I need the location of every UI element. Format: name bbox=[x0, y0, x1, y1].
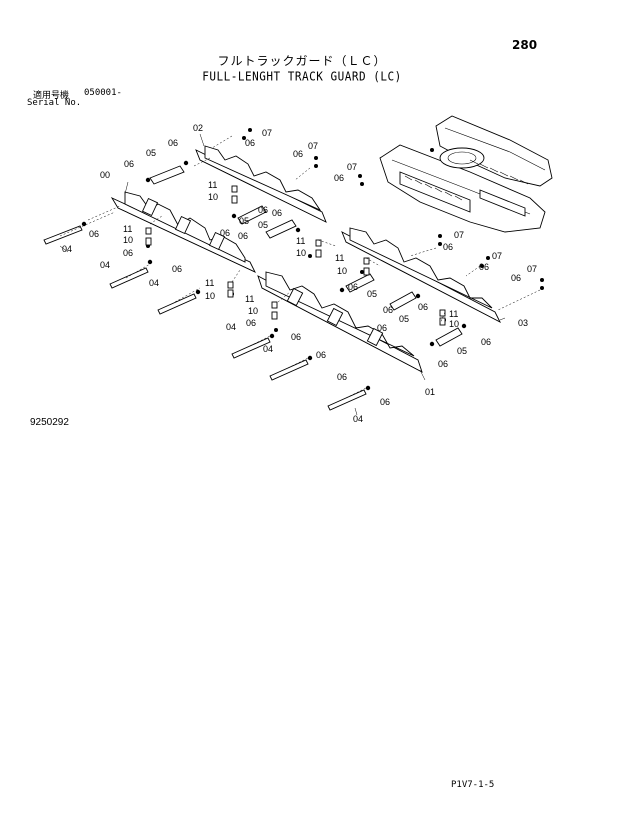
callout-07: 07 bbox=[454, 230, 464, 240]
track-guard-01 bbox=[257, 271, 423, 373]
callout-07: 07 bbox=[262, 128, 272, 138]
callout-06: 06 bbox=[89, 229, 99, 239]
callout-10: 10 bbox=[248, 306, 258, 316]
track-guard-00 bbox=[110, 191, 256, 273]
callout-05: 05 bbox=[399, 314, 409, 324]
callout-06: 06 bbox=[479, 262, 489, 272]
callout-01: 01 bbox=[425, 387, 435, 397]
callout-02: 02 bbox=[193, 123, 203, 133]
callout-06: 06 bbox=[246, 318, 256, 328]
leader-lines bbox=[59, 133, 541, 416]
callout-11: 11 bbox=[208, 180, 217, 190]
callout-11: 11 bbox=[205, 278, 214, 288]
page-code: P1V7-1-5 bbox=[451, 780, 495, 790]
callout-04: 04 bbox=[263, 344, 273, 354]
callout-06: 06 bbox=[124, 159, 134, 169]
callout-11: 11 bbox=[449, 309, 458, 319]
callout-06: 06 bbox=[348, 282, 358, 292]
callout-06: 06 bbox=[238, 231, 248, 241]
serial-label-japanese: 適用号機 bbox=[33, 91, 70, 101]
callout-06: 06 bbox=[383, 305, 393, 315]
callout-05: 05 bbox=[367, 289, 377, 299]
callout-04: 04 bbox=[100, 260, 110, 270]
callout-06: 06 bbox=[172, 264, 182, 274]
page-title-japanese: フルトラックガード（ＬＣ） bbox=[217, 54, 387, 68]
callout-06: 06 bbox=[316, 350, 326, 360]
serial-label-english: Serial No. bbox=[27, 98, 82, 108]
callout-07: 07 bbox=[308, 141, 318, 151]
callout-06: 06 bbox=[245, 138, 255, 148]
hardware-group bbox=[81, 128, 544, 391]
callout-10: 10 bbox=[208, 192, 218, 202]
callout-10: 10 bbox=[449, 319, 459, 329]
callout-04: 04 bbox=[149, 278, 159, 288]
callout-05: 05 bbox=[457, 346, 467, 356]
callout-06: 06 bbox=[123, 248, 133, 258]
callout-10: 10 bbox=[205, 291, 215, 301]
callout-labels: 02 07 06 06 05 06 00 07 06 07 06 11 10 0… bbox=[62, 123, 537, 424]
callout-06: 06 bbox=[438, 359, 448, 369]
callout-06: 06 bbox=[511, 273, 521, 283]
callout-06: 06 bbox=[443, 242, 453, 252]
callout-05: 05 bbox=[258, 220, 268, 230]
callout-05: 05 bbox=[239, 216, 249, 226]
callout-06: 06 bbox=[334, 173, 344, 183]
callout-07: 07 bbox=[347, 162, 357, 172]
callout-07: 07 bbox=[492, 251, 502, 261]
callout-06: 06 bbox=[337, 372, 347, 382]
callout-06: 06 bbox=[481, 337, 491, 347]
callout-11: 11 bbox=[123, 224, 132, 234]
track-guard-03 bbox=[341, 227, 502, 324]
callout-11: 11 bbox=[335, 253, 344, 263]
callout-06: 06 bbox=[168, 138, 178, 148]
serial-number-value: 050001- bbox=[84, 88, 122, 98]
callout-11: 11 bbox=[245, 294, 254, 304]
spacer-05-group bbox=[149, 165, 463, 347]
callout-04: 04 bbox=[353, 414, 363, 424]
callout-11: 11 bbox=[296, 236, 305, 246]
track-guard-02 bbox=[195, 145, 327, 223]
figure-number: 9250292 bbox=[30, 417, 69, 428]
page-number: 280 bbox=[512, 38, 538, 52]
page-title-english: FULL-LENGHT TRACK GUARD (LC) bbox=[202, 69, 402, 84]
callout-06: 06 bbox=[418, 302, 428, 312]
callout-06: 06 bbox=[293, 149, 303, 159]
undercarriage-illustration bbox=[379, 115, 553, 233]
callout-10: 10 bbox=[123, 235, 133, 245]
callout-06: 06 bbox=[258, 205, 268, 215]
callout-05: 05 bbox=[146, 148, 156, 158]
callout-00: 00 bbox=[100, 170, 110, 180]
bolt-04-group bbox=[43, 225, 367, 411]
callout-06: 06 bbox=[377, 323, 387, 333]
callout-10: 10 bbox=[296, 248, 306, 258]
callout-04: 04 bbox=[226, 322, 236, 332]
callout-04: 04 bbox=[62, 244, 72, 254]
callout-06: 06 bbox=[291, 332, 301, 342]
callout-06: 06 bbox=[272, 208, 282, 218]
callout-06: 06 bbox=[380, 397, 390, 407]
callout-06: 06 bbox=[220, 228, 230, 238]
callout-03: 03 bbox=[518, 318, 528, 328]
callout-07: 07 bbox=[527, 264, 537, 274]
callout-10: 10 bbox=[337, 266, 347, 276]
